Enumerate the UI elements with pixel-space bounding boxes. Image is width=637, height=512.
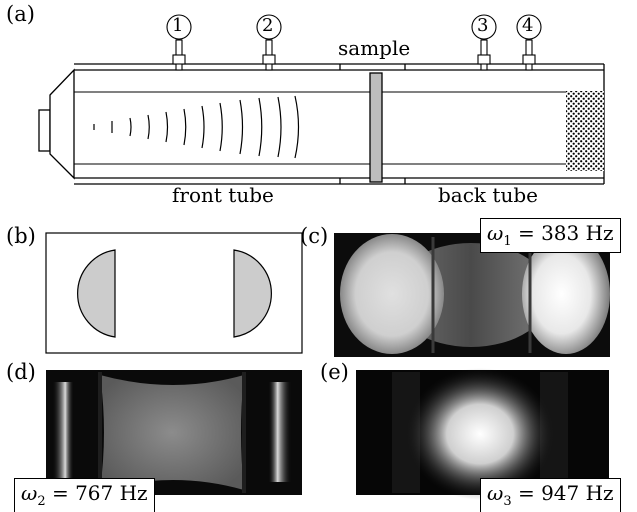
back-tube-label: back tube [438,183,538,207]
loudspeaker-cone [49,68,75,180]
panel-a-label: (a) [6,2,35,26]
mic-port-3 [477,39,491,71]
impedance-tube [38,63,605,185]
right-half-disk [233,249,272,338]
mic-port-4 [522,39,536,71]
panel-c-mode-1 [334,233,610,357]
mode-1-frequency: ω1 = 383 Hz [480,218,621,253]
sample-label: sample [338,36,411,60]
panel-d-label: (d) [6,360,36,384]
panel-d-mode-2 [46,370,302,495]
tube-inner-walls [74,91,566,165]
panel-b-schematic [45,232,303,354]
panel-b-label: (b) [6,224,36,248]
microphone-ports [172,39,536,71]
left-half-disk [77,249,116,338]
sample-disk [369,72,383,183]
mic-4-number: 4 [522,15,534,36]
front-tube-label: front tube [172,183,274,207]
panel-c-label: (c) [300,224,329,248]
mode-3-frequency: ω3 = 947 Hz [480,478,621,512]
mic-2-number: 2 [262,15,274,36]
wavefronts [93,95,300,159]
mic-1-number: 1 [172,15,184,36]
panel-e-mode-3 [356,368,609,500]
loudspeaker-magnet [38,109,51,152]
mic-3-number: 3 [477,15,489,36]
absorbing-termination [566,91,604,171]
mode-2-frequency: ω2 = 767 Hz [14,478,155,512]
mic-port-2 [262,39,276,71]
mic-number-circles [166,14,542,40]
panel-e-label: (e) [320,360,349,384]
mic-port-1 [172,39,186,71]
